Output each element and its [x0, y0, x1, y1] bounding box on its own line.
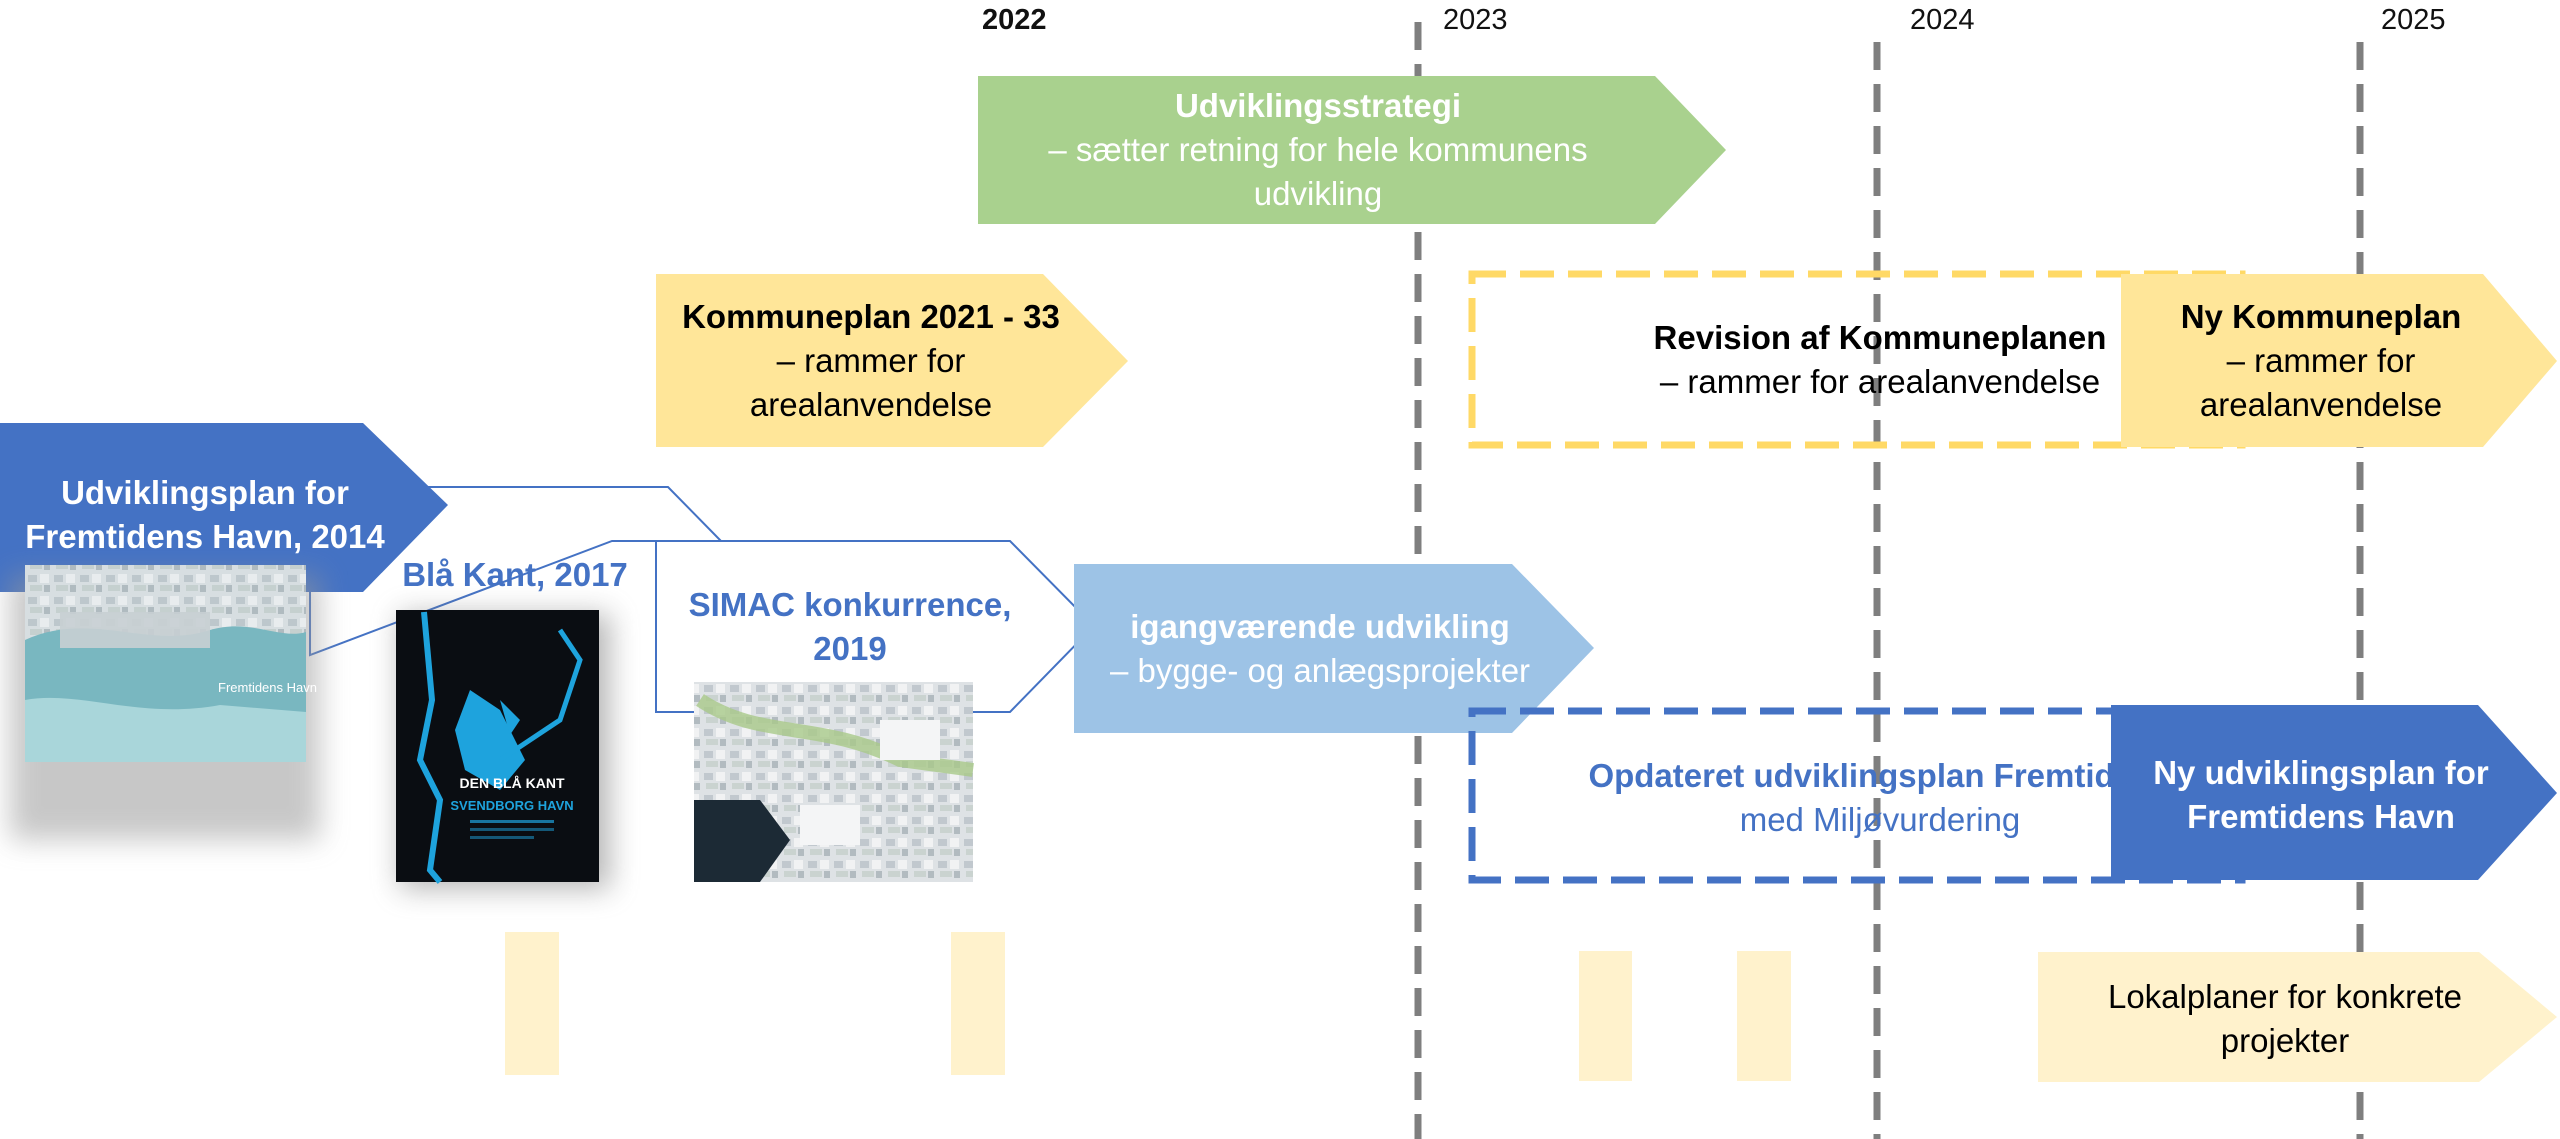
- ny-kommuneplan-line2: arealanvendelse: [2199, 385, 2443, 423]
- ny-udviklingsplan-arrow: [2111, 705, 2557, 880]
- ny-kommuneplan-line1: – rammer for: [2226, 341, 2416, 379]
- marker-4: [1737, 951, 1791, 1081]
- blaa-kant-cover: DEN BLÅ KANT SVENDBORG HAVN: [396, 610, 610, 889]
- year-label-2023: 2023: [1443, 4, 1508, 36]
- strategy-line2: udvikling: [1253, 175, 1383, 212]
- ny-kommuneplan-title: Ny Kommuneplan: [2180, 297, 2462, 335]
- marker-3: [1579, 951, 1632, 1081]
- udviklingsplan-2014-arrow: [0, 423, 448, 592]
- marker-1: [505, 932, 559, 1075]
- simac-siteplan-image: [694, 682, 974, 882]
- strategy-title: Udviklingsstrategi: [1174, 87, 1462, 124]
- lokalplaner-arrow: [2038, 952, 2557, 1082]
- lokalplaner-line2: projekter: [2220, 1022, 2350, 1059]
- kommuneplan-title: Kommuneplan 2021 - 33: [682, 297, 1060, 335]
- harbour-2014-cover: Fremtidens Havn: [10, 565, 320, 840]
- kommuneplan-arrow: [656, 274, 1128, 447]
- marker-2: [951, 932, 1005, 1075]
- opdateret-title: Opdateret udviklingsplan Fremtidens: [1588, 757, 2172, 794]
- blaa-kant-title: Blå Kant, 2017: [402, 556, 628, 593]
- strategy-arrow: [978, 76, 1726, 224]
- strategy-label: Udviklingsstrategi – sætter retning for …: [978, 80, 1658, 220]
- ny-udviklingsplan-line1: Ny udviklingsplan for: [2153, 754, 2489, 791]
- udviklingsplan-2014-line2: Fremtidens Havn, 2014: [25, 518, 385, 555]
- udviklingsplan-2014-line1: Udviklingsplan for: [61, 474, 349, 511]
- igangvaerende-arrow: [1074, 564, 1594, 733]
- pale-markers: [505, 932, 1791, 1081]
- lokalplaner-line1: Lokalplaner for konkrete: [2107, 978, 2463, 1015]
- opdateret-line1: med Miljøvurdering: [1739, 801, 2021, 838]
- revision-label: Revision af Kommuneplanen – rammer for a…: [1600, 274, 2160, 445]
- simac-line2: 2019: [813, 630, 887, 667]
- ny-udviklingsplan-line2: Fremtidens Havn: [2187, 798, 2455, 835]
- simac-label: SIMAC konkurrence, 2019: [680, 582, 1020, 672]
- blaa-kant-cover-subtitle: SVENDBORG HAVN: [450, 798, 573, 813]
- revision-title: Revision af Kommuneplanen: [1653, 318, 2107, 356]
- ny-kommuneplan-label: Ny Kommuneplan – rammer for arealanvende…: [2121, 274, 2521, 447]
- opdateret-label: Opdateret udviklingsplan Fremtidens med …: [1530, 753, 2230, 843]
- igangvaerende-title: igangværende udvikling: [1130, 608, 1510, 645]
- udviklingsplan-2014-label: Udviklingsplan for Fremtidens Havn, 2014: [0, 465, 410, 565]
- simac-arrow: [655, 540, 1096, 713]
- simac-line1: SIMAC konkurrence,: [688, 586, 1012, 623]
- revision-dashed-box: [1468, 270, 2246, 449]
- kommuneplan-line1: – rammer for: [776, 341, 966, 379]
- igangvaerende-label: igangværende udvikling – bygge- og anlæg…: [1080, 600, 1560, 698]
- opdateret-dashed-box: [1468, 707, 2246, 884]
- lokalplaner-label: Lokalplaner for konkrete projekter: [2060, 974, 2510, 1064]
- ny-udviklingsplan-label: Ny udviklingsplan for Fremtidens Havn: [2111, 750, 2531, 840]
- strategy-line1: – sætter retning for hele kommunens: [1048, 131, 1588, 168]
- igangvaerende-line1: – bygge- og anlægsprojekter: [1109, 652, 1531, 689]
- year-label-2025: 2025: [2381, 4, 2446, 36]
- blaa-kant-label: Blå Kant, 2017: [395, 553, 635, 597]
- harbour-cover-caption: Fremtidens Havn: [218, 680, 317, 695]
- year-label-2024: 2024: [1910, 4, 1975, 36]
- blaa-kant-cover-title: DEN BLÅ KANT: [460, 775, 565, 791]
- year-label-2022: 2022: [982, 4, 1047, 36]
- ny-kommuneplan-arrow: [2121, 274, 2557, 447]
- revision-line1: – rammer for arealanvendelse: [1659, 362, 2101, 400]
- kommuneplan-line2: arealanvendelse: [749, 385, 993, 423]
- kommuneplan-label: Kommuneplan 2021 - 33 – rammer for areal…: [656, 274, 1086, 447]
